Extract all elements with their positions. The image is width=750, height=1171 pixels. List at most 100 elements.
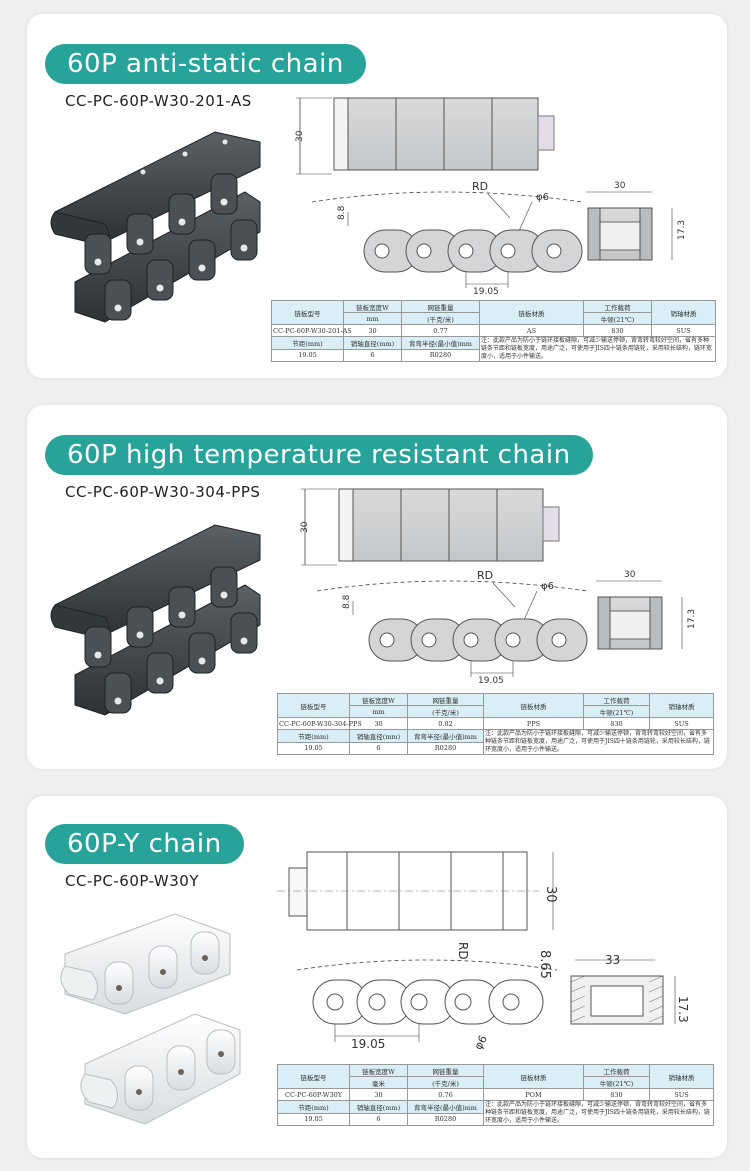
th-model: 链板型号: [277, 1064, 350, 1089]
cell-width: 30: [343, 324, 402, 337]
th-back-radius: 背弯半径(最小值)mm: [401, 336, 480, 350]
cell-model: CC-PC-60P-W30Y: [277, 1088, 350, 1101]
side-height-label: 17.3: [687, 609, 697, 629]
pitch-label: 19.05: [478, 676, 504, 686]
cell-material: AS: [479, 324, 584, 337]
th-weight: 网链重量: [407, 693, 484, 706]
cell-model: CC-PC-60P-W30-304-PPS: [277, 717, 362, 730]
cell-pin-dia: 6: [343, 348, 402, 362]
th-pin-dia: 销轴直径(mm): [349, 729, 408, 743]
th-pin: 销轴材质: [649, 1064, 714, 1089]
hole-label: φ6: [472, 1033, 490, 1052]
cell-material: PPS: [483, 717, 584, 730]
th-material: 链板材质: [483, 1064, 584, 1089]
side-view-drawing: RD φ6 8.8 19.05: [311, 180, 583, 297]
width-label: 33: [605, 953, 620, 967]
th-width-unit: 毫米: [349, 1076, 408, 1089]
cell-pitch: 19.05: [271, 348, 344, 362]
product-code: CC-PC-60P-W30Y: [65, 872, 199, 890]
th-weight-unit: (千克/米): [407, 1076, 484, 1089]
product-code: CC-PC-60P-W30-201-AS: [65, 92, 252, 110]
cell-pitch: 19.05: [277, 741, 350, 755]
side-height-label: 17.3: [676, 996, 690, 1023]
cell-back-radius: R0280: [401, 348, 480, 362]
section-title: 60P high temperature resistant chain: [45, 435, 593, 475]
offset-label: 8.65: [537, 950, 552, 979]
cell-back-radius: R0280: [407, 741, 484, 755]
th-weight: 网链重量: [401, 300, 480, 313]
offset-label: 8.8: [342, 594, 352, 609]
th-load-unit: 牛顿(21℃): [583, 705, 650, 718]
th-model: 链板型号: [277, 693, 350, 718]
note: 注：此款产品为防小于链环接板缝隙，可减少输送停顿，背弯转弯较好空间，省有多种链条…: [479, 336, 716, 362]
height-label: 30: [300, 521, 310, 533]
product-card-high-temp: 60P high temperature resistant chain CC-…: [27, 405, 727, 769]
cell-model: CC-PC-60P-W30-201-AS: [271, 324, 352, 337]
height-label: 30: [543, 886, 558, 903]
cell-pin: SUS: [649, 717, 714, 730]
cell-load: 830: [583, 717, 650, 730]
th-back-radius: 背弯半径(最小值)mm: [407, 1100, 484, 1114]
offset-label: 8.8: [337, 205, 347, 220]
cell-weight: 0.82: [407, 717, 484, 730]
section-title: 60P-Y chain: [45, 824, 244, 864]
height-label: 30: [295, 130, 305, 142]
th-width-unit: mm: [343, 312, 402, 325]
cell-pin: SUS: [649, 1088, 714, 1101]
top-view-drawing: 30: [277, 851, 558, 931]
th-load: 工作载荷: [583, 300, 652, 313]
note: 注：此款产品为防小于链环接板缝隙，可减少输送停顿，背弯转弯较好空间，省有多种链条…: [483, 1100, 714, 1126]
product-card-60p-y: 60P-Y chain CC-PC-60P-W30Y 30: [27, 796, 727, 1158]
cell-pin-dia: 6: [349, 741, 408, 755]
rd-label: RD: [477, 569, 493, 582]
pitch-label: 19.05: [351, 1037, 385, 1051]
th-width: 链板宽度W: [349, 693, 408, 706]
th-load-unit: 牛顿(21℃): [583, 312, 652, 325]
chain-photo: [50, 131, 261, 323]
side-view-drawing: RD φ6 8.8 19.05: [316, 569, 588, 686]
th-load-unit: 牛顿(21℃): [583, 1076, 650, 1089]
section-title: 60P anti-static chain: [45, 44, 366, 84]
th-weight: 网链重量: [407, 1064, 484, 1077]
cell-load: 830: [583, 1088, 650, 1101]
th-width: 链板宽度W: [349, 1064, 408, 1077]
th-pin-dia: 销轴直径(mm): [343, 336, 402, 350]
top-view-drawing: 30: [295, 97, 555, 175]
th-width-unit: mm: [349, 705, 408, 718]
th-load: 工作载荷: [583, 693, 650, 706]
th-width: 链板宽度W: [343, 300, 402, 313]
product-code: CC-PC-60P-W30-304-PPS: [65, 483, 261, 501]
cell-back-radius: R0280: [407, 1112, 484, 1126]
cell-width: 30: [349, 1088, 408, 1101]
th-load: 工作载荷: [583, 1064, 650, 1077]
th-weight-unit: (千克/米): [407, 705, 484, 718]
th-model: 链板型号: [271, 300, 344, 325]
cell-material: POM: [483, 1088, 584, 1101]
end-view-drawing: 30 17.3: [596, 570, 697, 650]
note: 注：此款产品为防小于链环接板缝隙，可减少输送停顿，背弯转弯较好空间，省有多种链条…: [483, 729, 714, 755]
th-pitch: 节距(mm): [277, 729, 350, 743]
pitch-label: 19.05: [473, 287, 499, 297]
th-pin-dia: 销轴直径(mm): [349, 1100, 408, 1114]
end-view-drawing: 30 17.3: [586, 181, 687, 261]
th-material: 链板材质: [483, 693, 584, 718]
width-label: 30: [624, 570, 636, 580]
cell-weight: 0.77: [401, 324, 480, 337]
chain-photo: [60, 913, 241, 1125]
th-weight-unit: (千克/米): [401, 312, 480, 325]
hole-label: φ6: [536, 192, 549, 203]
product-card-anti-static: 60P anti-static chain CC-PC-60P-W30-201-…: [27, 14, 727, 378]
th-back-radius: 背弯半径(最小值)mm: [407, 729, 484, 743]
th-material: 链板材质: [479, 300, 584, 325]
side-height-label: 17.3: [677, 220, 687, 240]
top-view-drawing: 30: [300, 488, 560, 566]
side-view-drawing: RD 8.65 19.05 φ6: [296, 942, 558, 1052]
cell-load: 830: [583, 324, 652, 337]
chain-photo: [50, 524, 261, 716]
rd-label: RD: [456, 942, 470, 960]
rd-label: RD: [472, 180, 488, 193]
cell-pitch: 19.05: [277, 1112, 350, 1126]
end-view-drawing: 33 17.3: [570, 953, 690, 1025]
